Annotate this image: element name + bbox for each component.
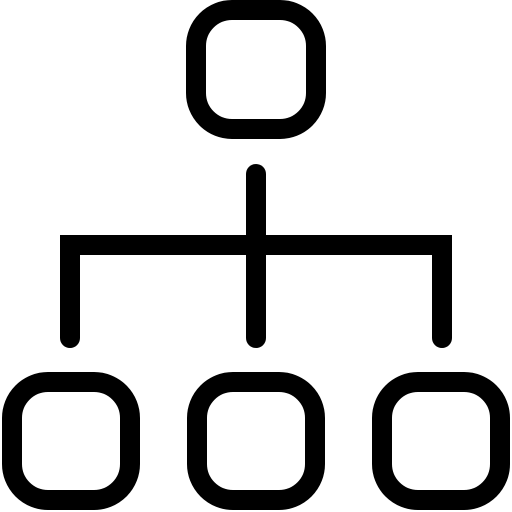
bottom-node-center-box — [187, 372, 325, 510]
top-node-box — [186, 0, 326, 139]
bottom-node-left-box — [2, 372, 140, 510]
bottom-node-right-box — [372, 372, 510, 510]
branch-connector — [60, 235, 452, 348]
